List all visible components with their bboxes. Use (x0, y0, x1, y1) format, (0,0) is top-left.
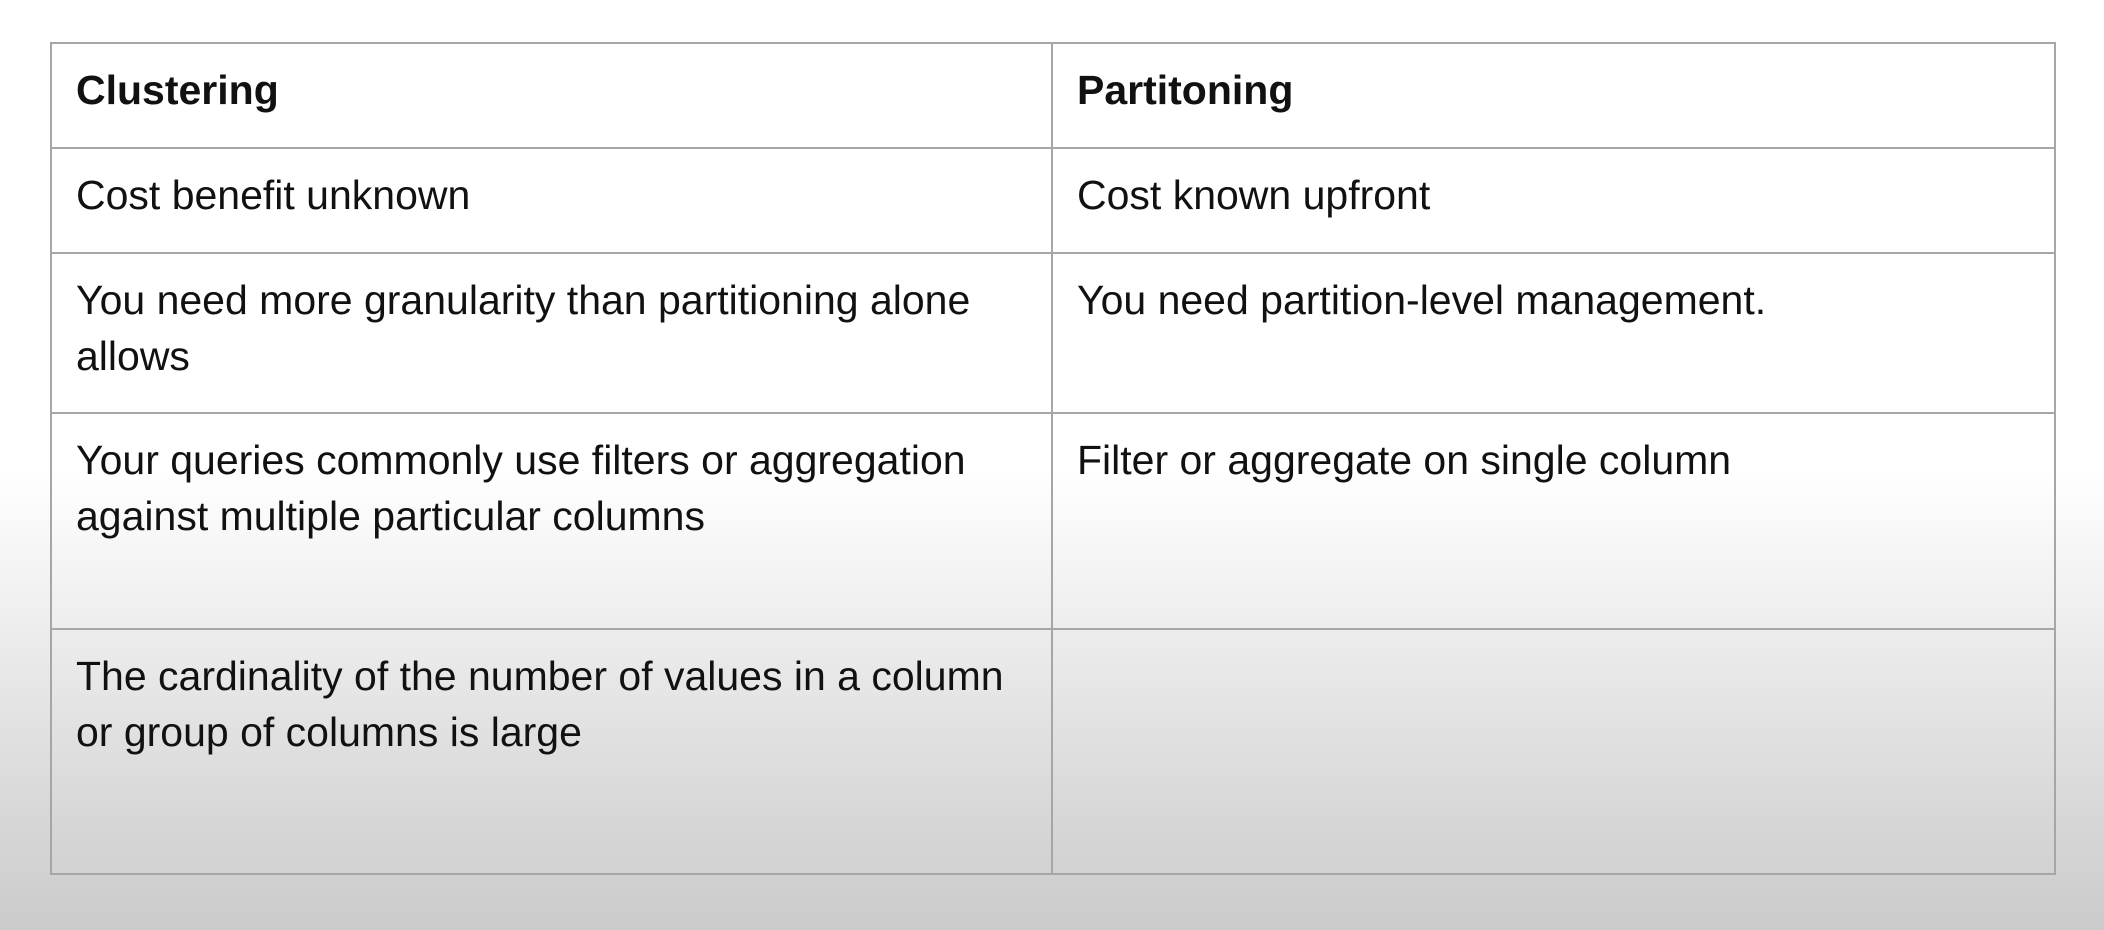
cell-partitioning: You need partition-level management. (1051, 252, 2056, 414)
table-row: The cardinality of the number of values … (50, 628, 2056, 875)
header-partitioning: Partitoning (1051, 42, 2056, 149)
comparison-table: Clustering Partitoning Cost benefit unkn… (50, 42, 2056, 875)
table-row: Cost benefit unknown Cost known upfront (50, 147, 2056, 254)
cell-partitioning-empty (1051, 628, 2056, 875)
cell-clustering: Your queries commonly use filters or agg… (50, 412, 1053, 630)
table-row: Your queries commonly use filters or agg… (50, 412, 2056, 630)
cell-partitioning: Cost known upfront (1051, 147, 2056, 254)
cell-partitioning: Filter or aggregate on single column (1051, 412, 2056, 630)
table-row: You need more granularity than partition… (50, 252, 2056, 414)
cell-clustering: Cost benefit unknown (50, 147, 1053, 254)
header-row: Clustering Partitoning (50, 42, 2056, 149)
cell-clustering: You need more granularity than partition… (50, 252, 1053, 414)
header-clustering: Clustering (50, 42, 1053, 149)
cell-clustering: The cardinality of the number of values … (50, 628, 1053, 875)
